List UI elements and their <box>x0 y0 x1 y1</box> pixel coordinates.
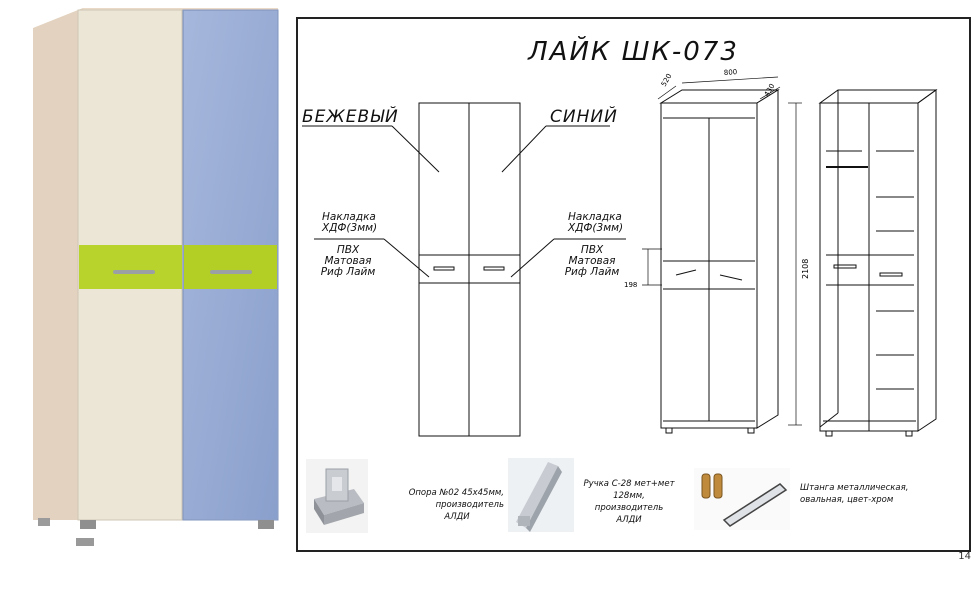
right-handle <box>210 270 252 274</box>
left-handle <box>113 270 155 274</box>
right-color-label: СИНИЙ <box>550 107 618 127</box>
page-number: 14 <box>958 551 971 562</box>
foot-right-front <box>258 520 274 529</box>
hanging-rail-icon <box>694 468 790 530</box>
dim-drawer: 198 <box>624 281 637 289</box>
wardrobe-photo <box>33 8 279 546</box>
handle-bar-icon <box>508 458 574 532</box>
dim-depth-top: 520 <box>660 72 674 88</box>
open-view-body <box>818 89 938 104</box>
left-color-label: БЕЖЕВЫЙ <box>302 107 399 127</box>
right-lime-insert <box>184 245 277 289</box>
model-title: ЛАЙК ШК-073 <box>528 37 739 67</box>
foot-left-front <box>80 520 96 529</box>
dim-height: 2108 <box>801 259 810 279</box>
drawing-panel: ЛАЙК ШК-073 <box>296 17 971 552</box>
support-foot-icon <box>306 459 368 533</box>
wardrobe-side-panel <box>33 8 83 520</box>
foot-left-back <box>38 518 50 526</box>
accessory-handle-text: Ручка С-28 мет+мет 128мм, производитель … <box>583 479 675 525</box>
accessory-rail-text: Штанга металлическая, овальная, цвет-хро… <box>800 483 909 505</box>
technical-drawing: 800 520 430 2108 198 <box>302 68 938 437</box>
accessory-support-text: Опора №02 45х45мм, производитель АЛДИ <box>408 488 504 522</box>
left-lime-insert <box>79 245 182 289</box>
dim-width: 800 <box>724 68 738 77</box>
